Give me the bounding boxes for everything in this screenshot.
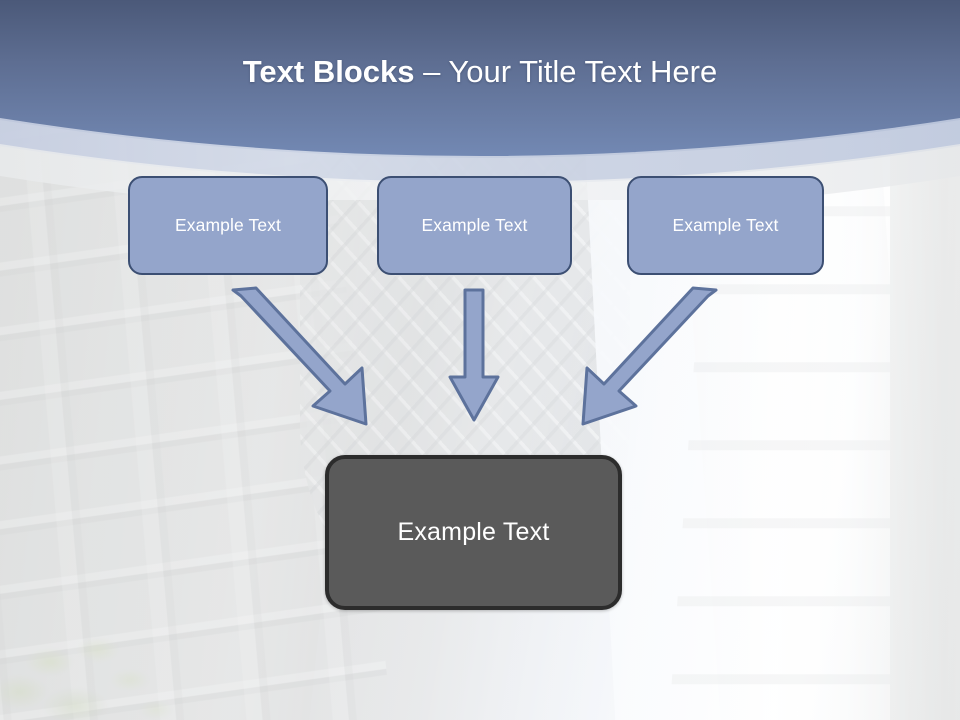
text-block-1-label: Example Text xyxy=(175,215,281,235)
header-curve-stripe xyxy=(0,118,960,184)
header-band xyxy=(0,0,960,200)
title-separator: – xyxy=(414,54,449,89)
page-title: Text Blocks – Your Title Text Here xyxy=(0,52,960,92)
text-block-3-label: Example Text xyxy=(672,215,779,235)
text-block-1[interactable]: Example Text xyxy=(128,176,328,275)
result-text-block-label: Example Text xyxy=(397,518,550,546)
result-text-block[interactable]: Example Text xyxy=(325,455,622,610)
title-regular-part: Your Title Text Here xyxy=(448,54,718,89)
text-block-2[interactable]: Example Text xyxy=(377,176,572,275)
title-bold-part: Text Blocks xyxy=(242,54,415,89)
header-blue-fill xyxy=(0,0,960,158)
text-block-2-label: Example Text xyxy=(421,215,528,235)
text-block-3[interactable]: Example Text xyxy=(627,176,824,275)
